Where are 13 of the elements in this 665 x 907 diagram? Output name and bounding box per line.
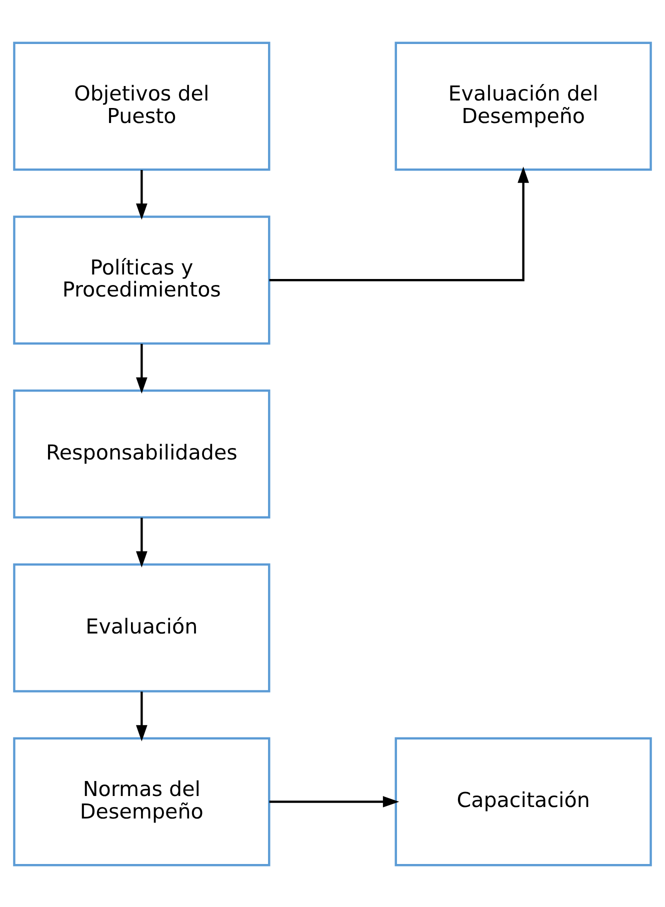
node-box: Evaluación del Desempeño xyxy=(394,41,652,170)
arrow xyxy=(269,166,529,281)
arrow xyxy=(136,691,148,741)
node-box: Políticas y Procedimientos xyxy=(13,215,270,344)
node-box: Objetivos del Puesto xyxy=(13,41,270,170)
arrow xyxy=(136,170,148,220)
node-box: Evaluación xyxy=(13,562,270,692)
node-box: Capacitación xyxy=(394,736,652,866)
node-box: Normas del Desempeño xyxy=(13,736,270,866)
arrow xyxy=(136,343,148,394)
node-box: Responsabilidades xyxy=(13,389,270,518)
arrow xyxy=(136,517,148,567)
arrow xyxy=(269,796,400,807)
